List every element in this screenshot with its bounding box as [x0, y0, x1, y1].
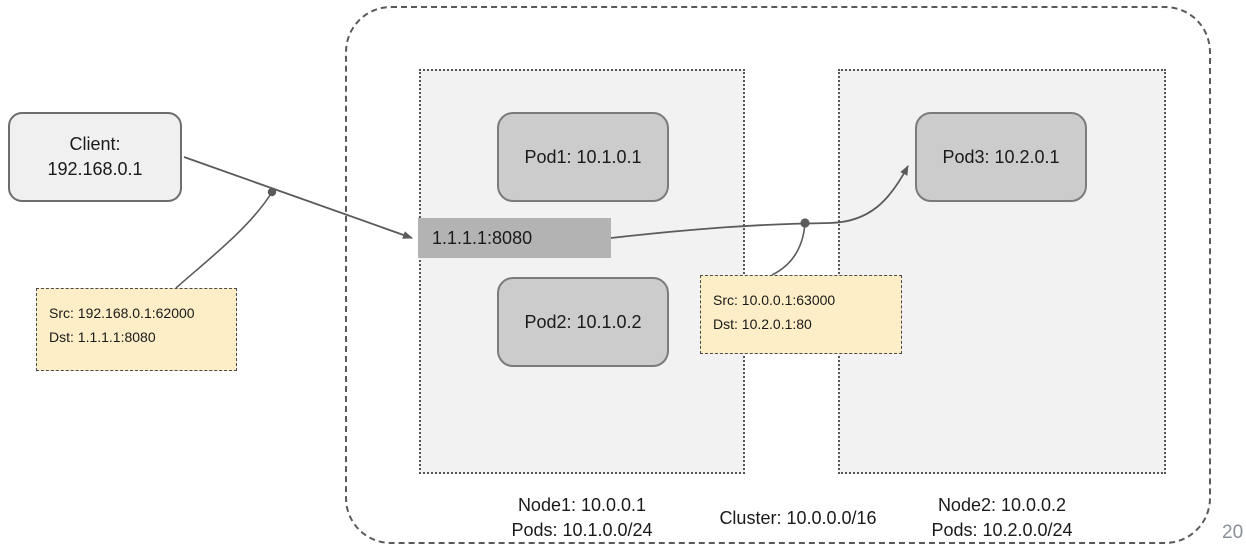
packet-note-client-dst: Dst: 1.1.1.1:8080	[49, 329, 156, 345]
pod-box-pod2[interactable]: Pod2: 10.1.0.2	[497, 277, 669, 367]
service-vip-box[interactable]: 1.1.1.1:8080	[418, 218, 611, 258]
node2-caption-line2: Pods: 10.2.0.0/24	[931, 520, 1073, 540]
cluster-boundary	[345, 6, 1211, 544]
node2-caption-line1: Node2: 10.0.0.2	[937, 495, 1067, 515]
client-title: Client:	[69, 134, 121, 154]
node1-caption: Node1: 10.0.0.1 Pods: 10.1.0.0/24	[421, 493, 743, 543]
packet-note-client: Src: 192.168.0.1:62000 Dst: 1.1.1.1:8080	[36, 288, 237, 371]
corner-watermark: 20	[1222, 522, 1244, 543]
pod-box-pod3[interactable]: Pod3: 10.2.0.1	[915, 112, 1087, 202]
packet-note-node: Src: 10.0.0.1:63000 Dst: 10.2.0.1:80	[700, 275, 902, 354]
service-vip-label: 1.1.1.1:8080	[432, 227, 533, 248]
packet-note-node-src: Src: 10.0.0.1:63000	[713, 292, 836, 308]
pod-box-pod1[interactable]: Pod1: 10.1.0.1	[497, 112, 669, 202]
node1-caption-line1: Node1: 10.0.0.1	[517, 495, 647, 515]
edge-junction-dot-client	[267, 187, 277, 197]
client-box[interactable]: Client: 192.168.0.1	[8, 112, 182, 202]
packet-note-node-dst: Dst: 10.2.0.1:80	[713, 316, 812, 332]
node1-caption-line2: Pods: 10.1.0.0/24	[511, 520, 653, 540]
pod2-label: Pod2: 10.1.0.2	[524, 311, 642, 332]
node2-caption: Node2: 10.0.0.2 Pods: 10.2.0.0/24	[840, 493, 1164, 543]
packet-note-client-src: Src: 192.168.0.1:62000	[49, 305, 195, 321]
client-ip: 192.168.0.1	[47, 159, 143, 179]
pod1-label: Pod1: 10.1.0.1	[524, 146, 642, 167]
pod3-label: Pod3: 10.2.0.1	[942, 146, 1060, 167]
leader-client-note	[175, 191, 273, 289]
cluster-label: Cluster: 10.0.0.0/16	[719, 508, 877, 528]
